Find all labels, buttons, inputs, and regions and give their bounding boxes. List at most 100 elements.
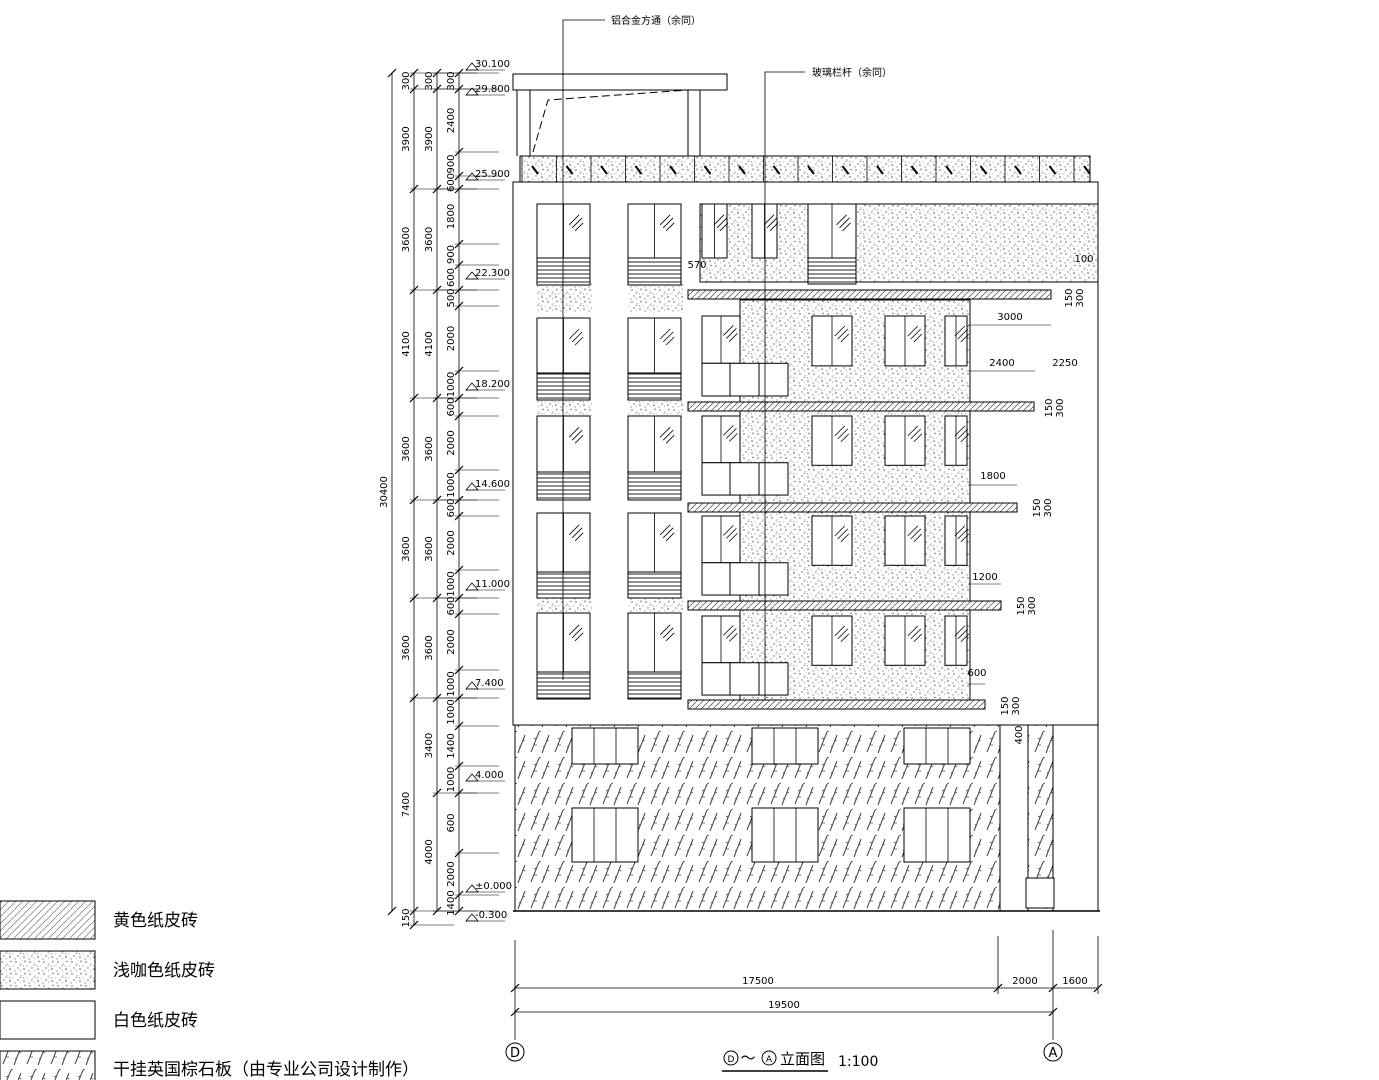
floor-0-window-left-glare <box>723 325 738 342</box>
strip-1-louver-1 <box>627 372 682 401</box>
floor-3-window-left-glare <box>723 625 738 642</box>
parapet-mark <box>634 165 643 175</box>
dim-outer-text: 3600 <box>401 635 412 660</box>
dim-mid-text: 3600 <box>424 536 435 561</box>
dim-outer-text: 3600 <box>401 227 412 252</box>
dim-inner-tick <box>454 906 464 916</box>
level-text-0: 30.100 <box>475 59 510 70</box>
dim-inner-text: 1400 <box>446 733 457 758</box>
parapet-mark <box>807 165 815 175</box>
floor-1-window-edge-glare <box>954 425 970 443</box>
strip-0-window-0-glare <box>568 214 584 232</box>
floor-0-window-edge-glare <box>954 325 970 343</box>
dim-outer-tick <box>409 495 419 505</box>
dim-mid-text: 4100 <box>424 331 435 356</box>
parapet-mark <box>979 165 988 175</box>
dim-inner-text: 600 <box>446 596 457 615</box>
dim-mid-text: 3600 <box>424 635 435 660</box>
legend-swatch-yellow <box>0 900 96 940</box>
parapet-mark <box>738 165 746 175</box>
legend: 黄色纸皮砖 浅咖色纸皮砖 白色纸皮砖 干挂英国棕石板（由专业公司设计制作） <box>0 900 419 1080</box>
dim-outer-text: 3600 <box>401 536 412 561</box>
balcony-slab-1 <box>687 401 1035 412</box>
floor-0-door-panel <box>701 362 789 397</box>
legend-label-yellow: 黄色纸皮砖 <box>113 911 198 931</box>
balcony-width-5: 600 <box>967 668 986 679</box>
dim-inner-tick <box>454 495 464 505</box>
dim-inner-text: 600 <box>446 498 457 517</box>
floor-3-door-panel <box>701 662 789 696</box>
dim-outer-tick <box>409 68 419 78</box>
glass-railing-label: 玻璃栏杆（余同） <box>812 66 892 79</box>
dim-mid-text: 3400 <box>424 733 435 758</box>
dim-inner-tick <box>454 239 464 249</box>
dim-inner-tick <box>454 260 464 270</box>
balcony-windows <box>701 203 970 696</box>
legend-label-stone: 干挂英国棕石板（由专业公司设计制作） <box>113 1060 419 1080</box>
dim-inner-tick <box>454 609 464 619</box>
dim-outer-text: 7400 <box>401 792 412 817</box>
strip-1-window-0-glare <box>659 214 675 232</box>
title-to: A <box>766 1055 773 1065</box>
level-text-9: ±0.000 <box>475 881 512 892</box>
floor-3-window-mid-glare <box>834 625 850 643</box>
slab-dim-300: 300 <box>1055 398 1066 417</box>
dim-mid-tick <box>432 693 442 703</box>
floor-0-window-right-glare <box>907 325 923 343</box>
dim-inner-tick <box>454 848 464 858</box>
dim-outer-text: 300 <box>401 71 412 90</box>
dim-inner-text: 2000 <box>446 530 457 555</box>
dim-outer-text: 150 <box>401 908 412 927</box>
dim-inner-text: 1000 <box>446 671 457 696</box>
dim-inner-text: 1000 <box>446 699 457 724</box>
strip-0-louver-3 <box>536 571 591 599</box>
dim-inner-tick <box>454 147 464 157</box>
slab-dim-150: 150 <box>1064 288 1075 307</box>
strip-0-louver-1 <box>536 372 591 401</box>
strip-0-louver-0 <box>536 257 591 286</box>
dim-inner-text: 1000 <box>446 767 457 792</box>
dim-mid-tick <box>432 495 442 505</box>
dim-2000: 2000 <box>1012 976 1037 987</box>
top-window-b-glare <box>763 214 779 232</box>
slab-dim-300: 300 <box>1027 596 1038 615</box>
strip-1-louver-3 <box>627 571 682 599</box>
axis-bubble-d: D <box>505 1042 525 1062</box>
floor-2-door-panel <box>701 562 789 596</box>
ground-window-0 <box>571 727 639 765</box>
floor-1-window-mid-glare <box>834 425 850 443</box>
legend-swatch-white <box>0 1000 96 1040</box>
dim-17500: 17500 <box>742 976 774 987</box>
axis-d-label: D <box>510 1046 520 1061</box>
drawing-title: D ～ A 立面图 1:100 <box>722 1049 878 1072</box>
dim-inner-tick <box>454 665 464 675</box>
dim-400: 400 <box>1014 725 1025 744</box>
dim-inner-tick <box>454 693 464 703</box>
title-name: 立面图 <box>780 1050 825 1068</box>
title-sep: ～ <box>740 1049 755 1067</box>
dim-inner-tick <box>454 301 464 311</box>
dim-inner-tick <box>454 184 464 194</box>
dim-mid-text: 4000 <box>424 839 435 864</box>
dim-inner-text: 1000 <box>446 571 457 596</box>
annotation-aluminum-tube: 铝合金方通（余同） <box>562 14 701 680</box>
level-text-3: 22.300 <box>475 268 510 279</box>
strip-1-window-4-glare <box>659 624 675 642</box>
axis-a-label: A <box>1049 1046 1058 1061</box>
ground-window-2 <box>903 727 971 765</box>
strip-0-louver-4 <box>536 671 591 700</box>
dim-inner-tick <box>454 565 464 575</box>
dim-mid-tick <box>432 68 442 78</box>
floor-1-window-right-glare <box>907 425 923 443</box>
dim-mid-tick <box>432 593 442 603</box>
dim-outer-text: 3600 <box>401 436 412 461</box>
balcony-width-1: 2400 <box>989 358 1014 369</box>
dim-inner-tick <box>454 511 464 521</box>
dim-inner-tick <box>454 761 464 771</box>
level-text-7: 7.400 <box>475 678 504 689</box>
parapet-mark <box>703 165 712 175</box>
dim-inner-tick <box>454 721 464 731</box>
dim-inner-text: 900 <box>446 154 457 173</box>
